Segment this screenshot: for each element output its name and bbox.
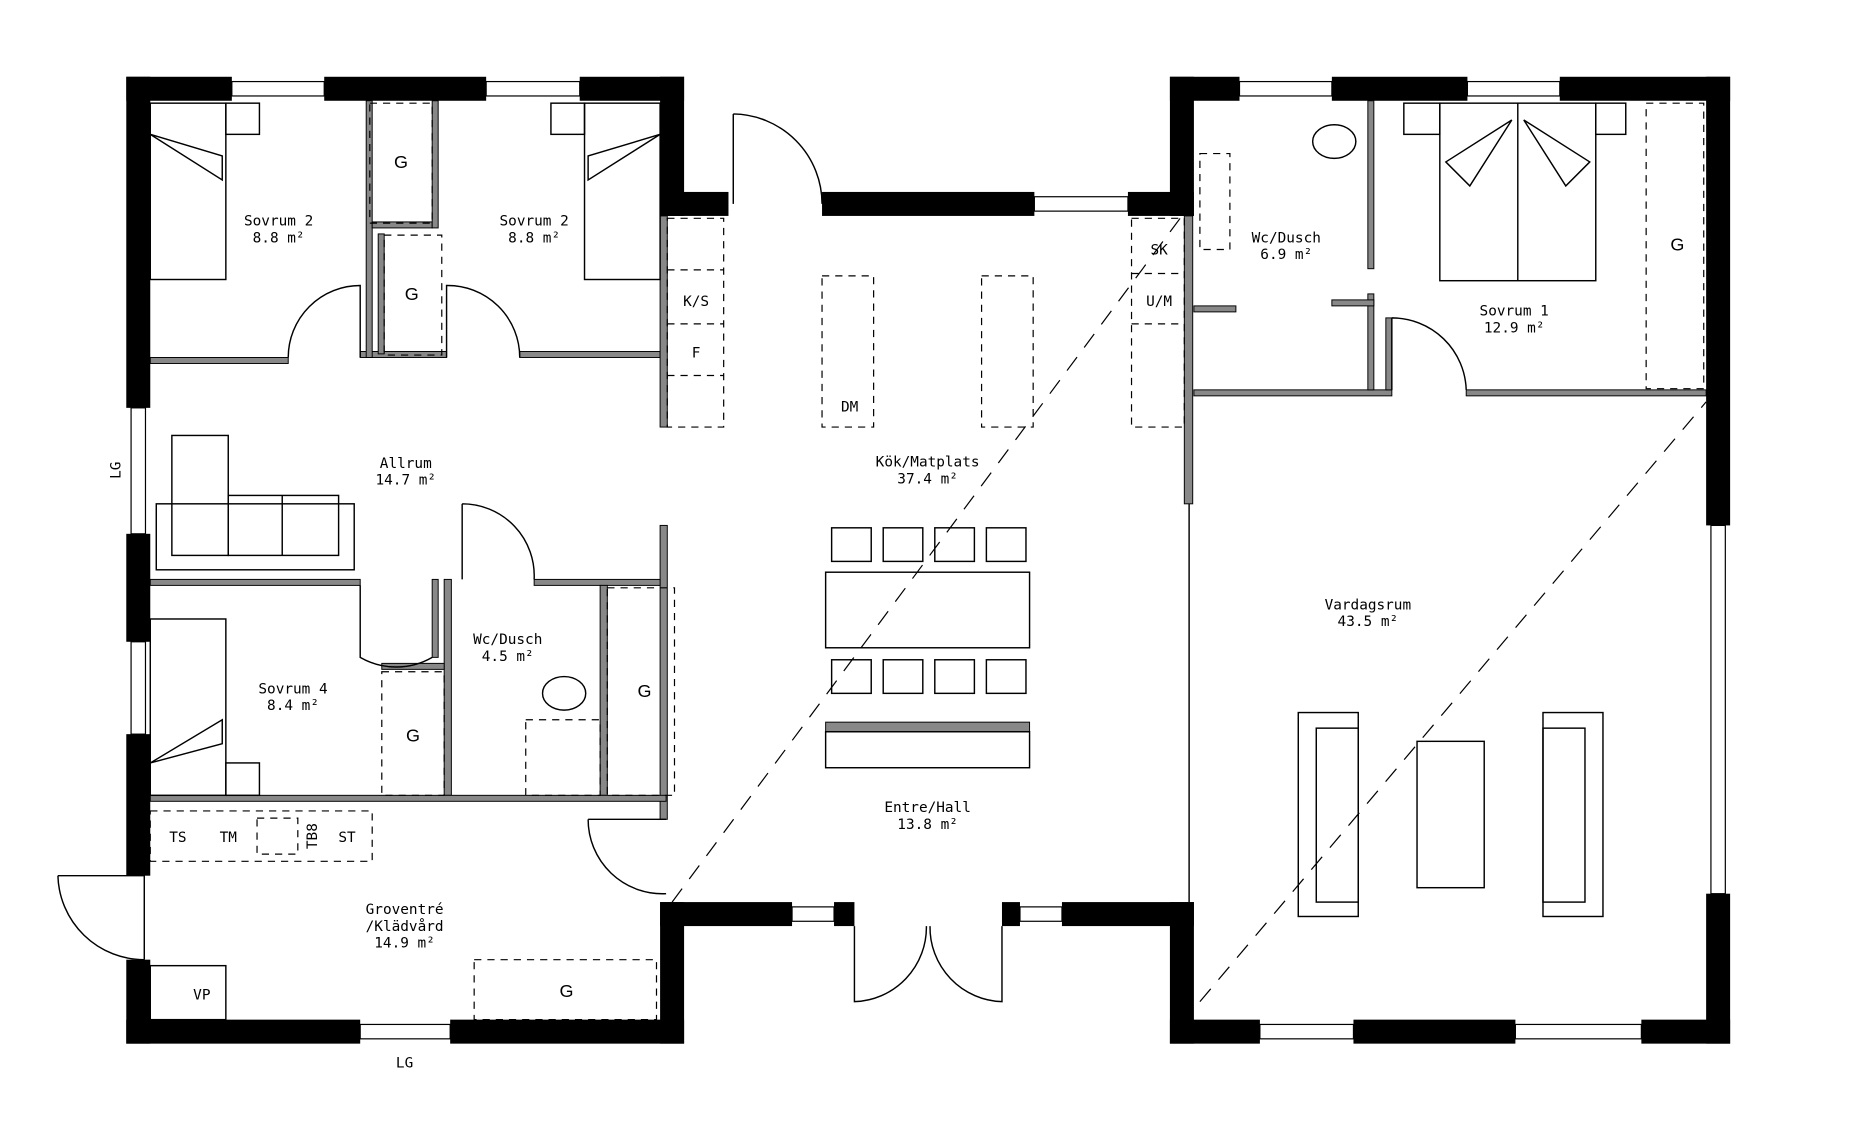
room-area: 37.4 m² [897,471,958,487]
st-label: ST [338,830,356,846]
room-name: Sovrum 4 [258,681,327,697]
room-area: 14.9 m² [374,936,435,952]
room-name: Allrum [380,456,432,472]
lg-label-bottom: LG [396,1056,413,1072]
interior-walls [149,100,1707,903]
room-name: Vardagsrum [1325,597,1412,613]
bed [149,102,227,281]
room-sovrum-1: Sovrum 112.9 m² [1480,303,1549,336]
room-labels: Sovrum 28.8 m² Sovrum 28.8 m² Allrum14.7… [244,214,1549,952]
bed [149,618,227,797]
room-name: Entre/Hall [884,800,971,816]
dishwasher-label: DM [841,399,859,415]
room-area: 14.7 m² [375,473,436,489]
room-name: Sovrum 2 [500,214,569,230]
storage-label: G [394,152,408,172]
sofa [1297,711,1359,918]
open-space-lines [671,215,1707,1003]
storage-label: G [1670,235,1684,255]
room-area: 4.5 m² [482,649,534,665]
room-name-line2: /Klädvård [366,918,444,935]
windows [130,80,1726,1040]
room-name: Kök/Matplats [876,455,980,471]
room-sovrum-4: Sovrum 48.4 m² [258,681,327,714]
sofa [155,503,355,571]
lg-label-left: LG [108,462,124,479]
room-area: 8.8 m² [253,230,305,246]
room-sovrum-2b: Sovrum 28.8 m² [500,214,569,247]
ks-label: K/S [683,294,709,310]
storage-label: G [405,284,419,304]
room-name: Wc/Dusch [1252,230,1321,246]
storage-label: G [560,981,574,1001]
sofa [1542,711,1604,918]
room-area: 6.9 m² [1260,247,1312,263]
room-name: Groventré [366,902,444,918]
sk-label: SK [1150,242,1168,258]
room-area: 13.8 m² [897,817,958,833]
ts-label: TS [169,830,186,846]
um-label: U/M [1146,294,1172,310]
tm-label: TM [220,830,238,846]
fridge-label: F [692,345,701,361]
furniture [149,102,1705,1021]
room-area: 8.8 m² [508,230,560,246]
room-area: 8.4 m² [267,698,319,714]
room-name: Wc/Dusch [473,632,542,648]
fixture-labels: G G G G G G K/S F DM SK U/M TS TM TB8 ST… [108,152,1684,1072]
room-sovrum-2a: Sovrum 28.8 m² [244,214,313,247]
dining-table [824,571,1031,649]
coffee-table [1416,740,1485,889]
vp-label: VP [193,987,211,1003]
room-area: 43.5 m² [1338,614,1399,630]
storage-label: G [638,681,652,701]
bed [583,102,661,281]
room-name: Sovrum 2 [244,214,313,230]
tb8-label: TB8 [305,823,321,849]
doors [57,113,1467,1003]
room-name: Sovrum 1 [1480,303,1549,319]
storage-label: G [406,725,420,745]
exterior-walls [126,76,1731,1044]
room-area: 12.9 m² [1484,320,1545,336]
